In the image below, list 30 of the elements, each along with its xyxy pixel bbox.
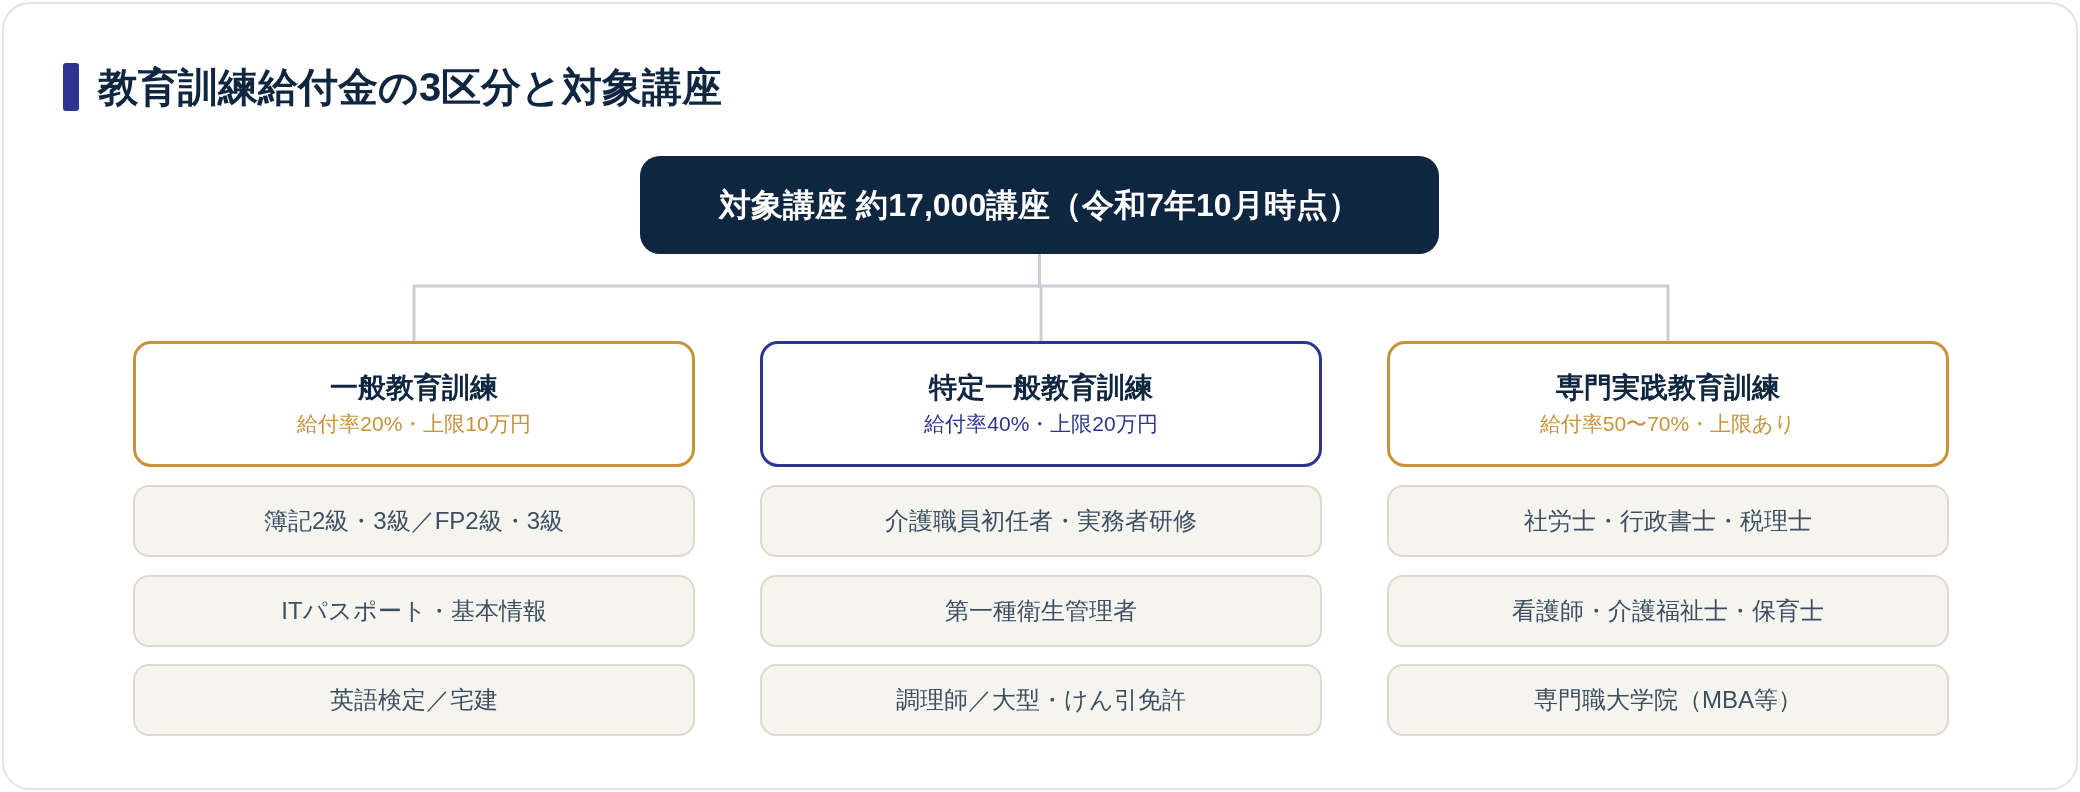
course-text: 社労士・行政書士・税理士 xyxy=(1524,506,1812,536)
course-box xyxy=(1387,485,1949,557)
course-box xyxy=(133,664,695,736)
diagram-title: 教育訓練給付金の3区分と対象講座 xyxy=(98,64,723,111)
root-box xyxy=(640,156,1439,254)
rate-text: 給付率40%・上限20万円 xyxy=(924,411,1158,438)
course-text: 看護師・介護福祉士・保育士 xyxy=(1512,596,1824,626)
course-text: 英語検定／宅建 xyxy=(330,685,498,715)
rate-text: 給付率50〜70%・上限あり xyxy=(1539,411,1797,438)
course-box xyxy=(760,485,1322,557)
course-text: 介護職員初任者・実務者研修 xyxy=(885,506,1197,536)
course-box xyxy=(133,575,695,647)
category-title: 特定一般教育訓練 xyxy=(929,371,1153,406)
course-box xyxy=(1387,664,1949,736)
category-box xyxy=(760,341,1322,467)
course-text: 専門職大学院（MBA等） xyxy=(1534,685,1802,715)
category-title: 一般教育訓練 xyxy=(330,371,498,406)
rate-text: 給付率20%・上限10万円 xyxy=(297,411,531,438)
course-text: 簿記2級・3級／FP2級・3級 xyxy=(263,506,565,536)
course-text: 第一種衛生管理者 xyxy=(945,596,1137,626)
course-box xyxy=(760,664,1322,736)
course-text: ITパスポート・基本情報 xyxy=(281,596,547,626)
category-box xyxy=(1387,341,1949,467)
course-box xyxy=(1387,575,1949,647)
category-title: 専門実践教育訓練 xyxy=(1556,371,1780,406)
category-box xyxy=(133,341,695,467)
course-box xyxy=(760,575,1322,647)
root-title: 対象講座 約17,000講座（令和7年10月時点） xyxy=(719,186,1360,225)
course-box xyxy=(133,485,695,557)
course-text: 調理師／大型・けん引免許 xyxy=(896,685,1186,715)
